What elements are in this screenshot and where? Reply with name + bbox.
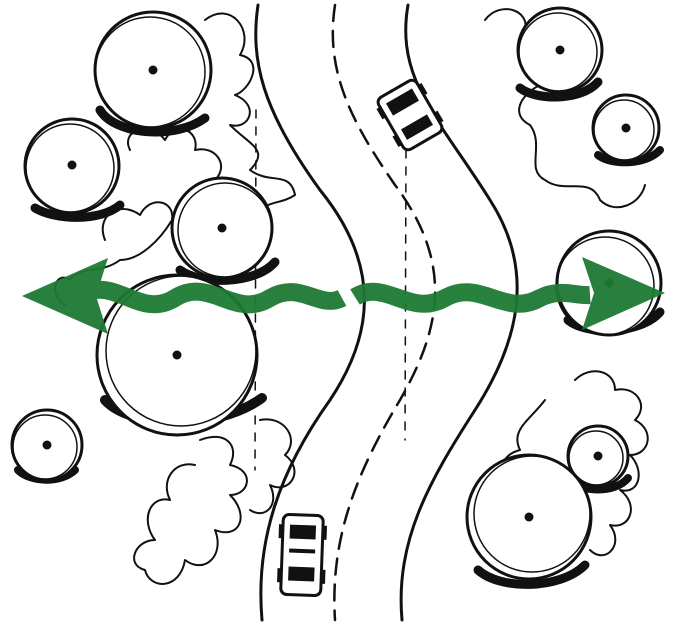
tree-canopy-icon bbox=[467, 455, 591, 584]
arrow-shaft-left bbox=[80, 290, 342, 305]
arrow-head-left bbox=[22, 258, 108, 334]
tree-canopy-icon bbox=[95, 12, 211, 132]
margin-dash-left bbox=[255, 110, 256, 470]
tree-canopy-icon bbox=[25, 119, 120, 217]
shrub-outline-icon bbox=[134, 437, 247, 584]
shrub-outline-icon bbox=[250, 419, 294, 513]
tree-canopy-icon bbox=[593, 95, 660, 162]
car-icon bbox=[277, 514, 328, 596]
tree-canopy-icon bbox=[12, 410, 82, 480]
tree-canopy-icon bbox=[172, 178, 275, 280]
arrow-shaft-right bbox=[355, 292, 590, 304]
car-icon bbox=[372, 76, 447, 154]
tree-canopy-icon bbox=[518, 8, 602, 97]
